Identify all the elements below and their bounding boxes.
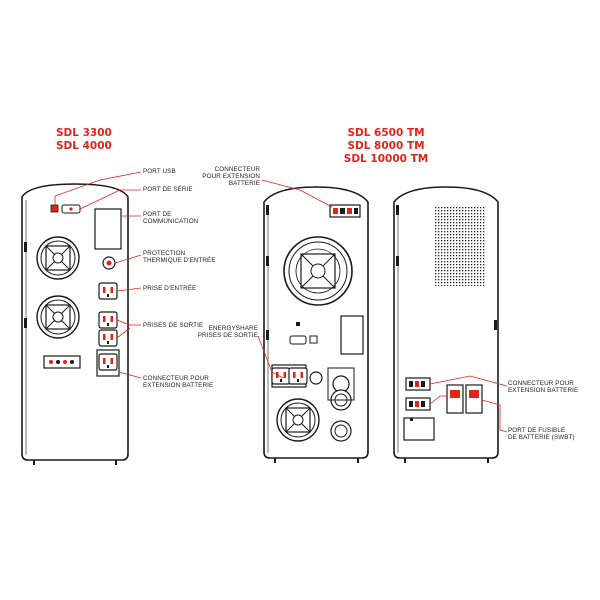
fan-icon: [36, 295, 80, 339]
middle-leader-lines: [257, 179, 333, 379]
fuse-holder: [446, 384, 464, 414]
communication-slot: [94, 208, 122, 250]
label-right-battery-connector: CONNECTEUR POUR EXTENSION BATTERIE: [508, 380, 579, 394]
right-ups-body: [393, 186, 499, 463]
fuse-holder: [465, 384, 483, 414]
model-name: SDL 6500 TM: [347, 127, 425, 139]
model-name: SDL 10000 TM: [343, 153, 429, 165]
communication-slot: [340, 315, 364, 355]
fan-icon: [283, 236, 353, 306]
left-ups-body: [21, 183, 129, 465]
label-usb-port: PORT USB: [143, 168, 176, 175]
energyshare-socket: [288, 367, 308, 385]
usb-port: [50, 204, 59, 213]
right-leader-lines: [429, 375, 508, 433]
energyshare-socket: [271, 367, 291, 385]
middle-ups-body: [263, 186, 369, 463]
left-model-list: SDL 3300 SDL 4000: [56, 127, 112, 153]
label-serial-port: PORT DE SÉRIE: [143, 186, 193, 193]
battery-connector: [96, 349, 120, 377]
label-energyshare: ENERGYSHARE PRISES DE SORTIE: [197, 325, 258, 339]
model-name: SDL 3300: [56, 127, 112, 139]
output-socket: [98, 329, 118, 347]
left-leader-lines: [54, 171, 142, 379]
label-output-sockets: PRISES DE SORTIE: [143, 322, 204, 329]
fan-icon: [36, 236, 80, 280]
label-extension-connector: CONNECTEUR POUR EXTENSION BATTERIE: [202, 166, 260, 187]
label-battery-connector: CONNECTEUR POUR EXTENSION BATTERIE: [143, 375, 214, 389]
terminal-block: [43, 355, 81, 369]
label-thermal-protection: PROTECTION THERMIQUE D'ENTRÉE: [143, 250, 216, 264]
label-communication-port: PORT DE COMMUNICATION: [143, 211, 199, 225]
output-socket: [98, 311, 118, 329]
right-model-list: SDL 6500 TM SDL 8000 TM SDL 10000 TM: [330, 127, 442, 166]
vent-grille: [434, 206, 486, 286]
label-fuse-port: PORT DE FUSIBLE DE BATTERIE (SWBT): [508, 427, 575, 441]
model-name: SDL 4000: [56, 140, 112, 152]
label-input-socket: PRISE D'ENTRÉE: [143, 285, 197, 292]
fan-icon: [276, 398, 320, 442]
input-socket: [98, 282, 118, 300]
model-name: SDL 8000 TM: [347, 140, 425, 152]
